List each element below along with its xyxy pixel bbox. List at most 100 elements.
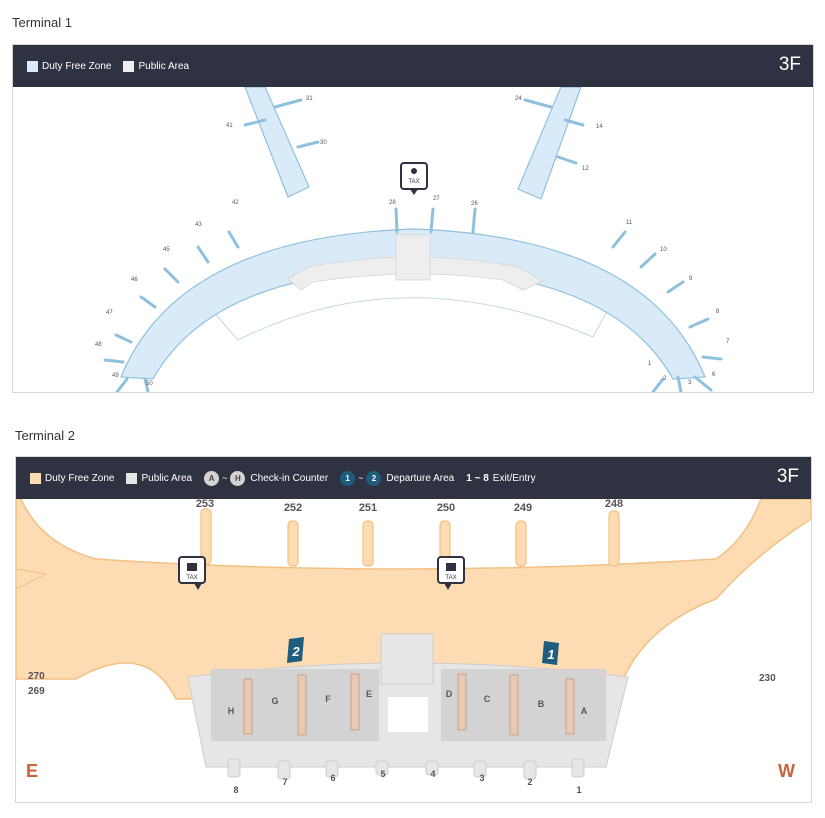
gate-2: 2 bbox=[663, 376, 667, 382]
terminal-1-title: Terminal 1 bbox=[12, 15, 72, 30]
t2-top-gate-stubs bbox=[200, 508, 620, 567]
departure-1-badge: 1 bbox=[340, 470, 356, 486]
t2-tax-label-left: TAX bbox=[186, 575, 197, 581]
compass-east: E bbox=[26, 761, 38, 781]
gate-250: 250 bbox=[437, 502, 455, 514]
t2-public-center bbox=[380, 633, 434, 685]
t1-left-pier bbox=[244, 87, 310, 198]
t2-departure-1-marker[interactable]: 1 bbox=[542, 641, 559, 665]
t2-side-gate-labels: 270 269 230 bbox=[28, 671, 776, 697]
t1-tax-label: TAX bbox=[408, 179, 419, 185]
gate-6: 6 bbox=[712, 372, 716, 378]
t2-counter-rails bbox=[243, 673, 575, 736]
terminal-2-floor-plan: 253 252 251 250 249 248 270 269 230 H G … bbox=[16, 499, 811, 795]
counter-a: A bbox=[581, 706, 588, 716]
gate-27: 27 bbox=[433, 196, 440, 202]
legend-departure: 1 ~ 2 Departure Area bbox=[340, 470, 455, 486]
exit-7: 7 bbox=[282, 777, 287, 787]
legend-checkin: A ~ H Check-in Counter bbox=[204, 470, 329, 486]
public-area-swatch bbox=[123, 60, 135, 72]
terminal-1-legend: Duty Free Zone Public Area bbox=[27, 45, 201, 87]
gate-3: 3 bbox=[688, 380, 692, 386]
exit-2: 2 bbox=[527, 777, 532, 787]
legend-public-area-label: Public Area bbox=[141, 472, 193, 484]
terminal-2-legend: Duty Free Zone Public Area A ~ H Check-i… bbox=[30, 457, 548, 499]
counter-f: F bbox=[325, 694, 331, 704]
t2-top-gate-labels: 253 252 251 250 249 248 bbox=[196, 499, 623, 514]
gate-48: 48 bbox=[95, 342, 102, 348]
departure-tilde: ~ bbox=[358, 473, 364, 483]
gate-11: 11 bbox=[626, 220, 633, 226]
gate-253: 253 bbox=[196, 499, 214, 510]
t1-public-center bbox=[395, 234, 431, 281]
legend-checkin-label: Check-in Counter bbox=[250, 472, 329, 484]
checkin-h-badge: H bbox=[230, 470, 246, 486]
t2-departure-2-marker[interactable]: 2 bbox=[287, 637, 304, 663]
gate-252: 252 bbox=[284, 502, 302, 514]
gate-230: 230 bbox=[759, 673, 776, 684]
exit-3: 3 bbox=[479, 773, 484, 783]
t2-tax-refund-marker-left[interactable]: TAX bbox=[178, 556, 206, 590]
gate-269: 269 bbox=[28, 686, 45, 697]
legend-duty-free: Duty Free Zone bbox=[30, 472, 115, 484]
counter-c: C bbox=[484, 694, 491, 704]
tax-refund-icon bbox=[187, 563, 197, 571]
gate-12: 12 bbox=[582, 166, 589, 172]
terminal-2-title: Terminal 2 bbox=[15, 428, 75, 443]
counter-d: D bbox=[446, 689, 453, 699]
departure-1-label: 1 bbox=[547, 647, 554, 662]
t1-right-pier bbox=[517, 87, 582, 200]
legend-duty-free-label: Duty Free Zone bbox=[42, 60, 112, 72]
counter-g: G bbox=[271, 696, 278, 706]
t2-tax-refund-marker-right[interactable]: TAX bbox=[437, 556, 465, 590]
t1-tax-refund-marker[interactable]: TAX bbox=[400, 162, 428, 195]
gate-270: 270 bbox=[28, 671, 45, 682]
checkin-tilde: ~ bbox=[222, 473, 228, 483]
terminal-2-map[interactable]: Duty Free Zone Public Area A ~ H Check-i… bbox=[15, 456, 812, 803]
t2-tax-label-right: TAX bbox=[445, 575, 456, 581]
gate-251: 251 bbox=[359, 502, 377, 514]
counter-e: E bbox=[366, 689, 372, 699]
gate-14: 14 bbox=[596, 124, 603, 130]
gate-42: 42 bbox=[232, 200, 239, 206]
gate-47: 47 bbox=[106, 310, 113, 316]
legend-duty-free-label: Duty Free Zone bbox=[45, 472, 115, 484]
gate-50: 50 bbox=[146, 381, 153, 387]
tax-refund-icon bbox=[411, 168, 417, 174]
gate-31: 31 bbox=[306, 96, 313, 102]
gate-1: 1 bbox=[648, 361, 652, 367]
exit-8: 8 bbox=[233, 785, 238, 795]
exit-5: 5 bbox=[380, 769, 385, 779]
terminal-1-map[interactable]: Duty Free Zone Public Area 3F bbox=[12, 44, 814, 393]
legend-exit: 1 ~ 8 Exit/Entry bbox=[466, 473, 535, 484]
t2-left-arm bbox=[16, 568, 48, 590]
public-area-swatch bbox=[126, 472, 138, 484]
terminal-1-header: Duty Free Zone Public Area 3F bbox=[13, 45, 813, 87]
counter-h: H bbox=[228, 706, 235, 716]
exit-range: 1 ~ 8 bbox=[466, 472, 489, 484]
exit-1: 1 bbox=[576, 785, 581, 795]
departure-2-label: 2 bbox=[291, 644, 300, 659]
gate-248: 248 bbox=[605, 499, 623, 510]
gate-24: 24 bbox=[515, 96, 522, 102]
gate-30: 30 bbox=[320, 140, 327, 146]
exit-6: 6 bbox=[330, 773, 335, 783]
gate-249: 249 bbox=[514, 502, 532, 514]
terminal-1-floor-plan: 31 41 30 28 27 26 24 14 12 42 43 45 46 4… bbox=[95, 87, 730, 392]
gate-7: 7 bbox=[726, 339, 730, 345]
duty-free-swatch bbox=[27, 60, 38, 72]
terminal-2-floor-label: 3F bbox=[776, 466, 799, 487]
legend-exit-label: Exit/Entry bbox=[492, 472, 536, 484]
gate-26: 26 bbox=[471, 201, 478, 207]
gate-10: 10 bbox=[660, 247, 667, 253]
gate-49: 49 bbox=[112, 373, 119, 379]
checkin-a-badge: A bbox=[204, 470, 220, 486]
compass-west: W bbox=[778, 761, 795, 781]
legend-duty-free: Duty Free Zone bbox=[27, 60, 112, 72]
t1-gate-stubs bbox=[103, 98, 723, 392]
departure-2-badge: 2 bbox=[366, 470, 382, 486]
legend-public-area: Public Area bbox=[123, 60, 189, 72]
exit-4: 4 bbox=[430, 769, 435, 779]
legend-departure-label: Departure Area bbox=[386, 472, 455, 484]
t2-counter-letters: H G F E D C B A bbox=[228, 689, 588, 716]
